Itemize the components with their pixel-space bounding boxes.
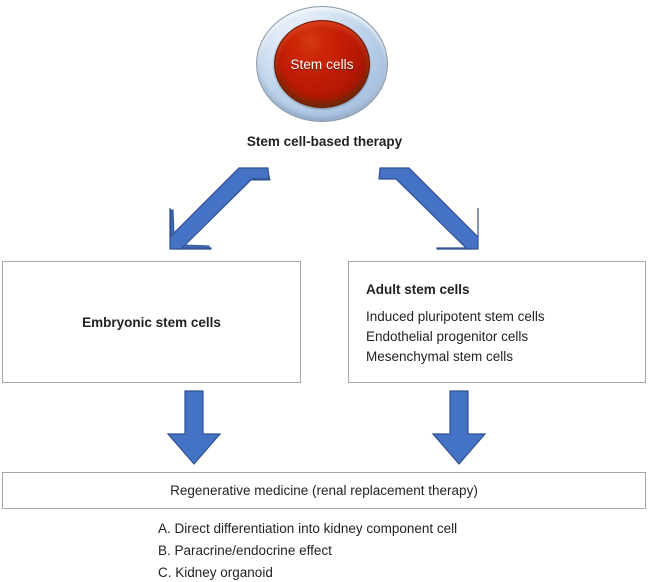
adult-stem-cells-list: Induced pluripotent stem cells Endotheli… <box>366 307 645 367</box>
arrow-down-right-branch-icon <box>428 390 490 466</box>
box-embryonic-stem-cells: Embryonic stem cells <box>2 261 301 383</box>
list-item: A. Direct differentiation into kidney co… <box>158 521 458 536</box>
box-adult-stem-cells: Adult stem cells Induced pluripotent ste… <box>348 261 646 383</box>
diagram-title: Stem cell-based therapy <box>246 134 403 149</box>
arrow-down-left-icon <box>168 166 272 252</box>
adult-stem-cells-heading: Adult stem cells <box>366 282 470 297</box>
list-item: B. Paracrine/endocrine effect <box>158 543 332 558</box>
sphere-inner-core <box>274 20 370 108</box>
arrow-down-left-branch-icon <box>163 390 225 466</box>
list-item: C. Kidney organoid <box>158 565 273 580</box>
sphere-label: Stem cells <box>290 56 354 72</box>
outcomes-list: A. Direct differentiation into kidney co… <box>158 518 598 582</box>
stem-cell-sphere: Stem cells <box>256 6 388 122</box>
list-item: Induced pluripotent stem cells <box>366 309 545 324</box>
box-regenerative-medicine: Regenerative medicine (renal replacement… <box>2 472 646 509</box>
embryonic-stem-cells-label: Embryonic stem cells <box>82 314 221 330</box>
outcomes-ordered-list: A. Direct differentiation into kidney co… <box>158 518 598 582</box>
list-item: Endothelial progenitor cells <box>366 329 529 344</box>
regenerative-medicine-label: Regenerative medicine (renal replacement… <box>170 483 478 498</box>
list-item: Mesenchymal stem cells <box>366 349 514 364</box>
arrow-down-right-icon <box>377 166 481 252</box>
